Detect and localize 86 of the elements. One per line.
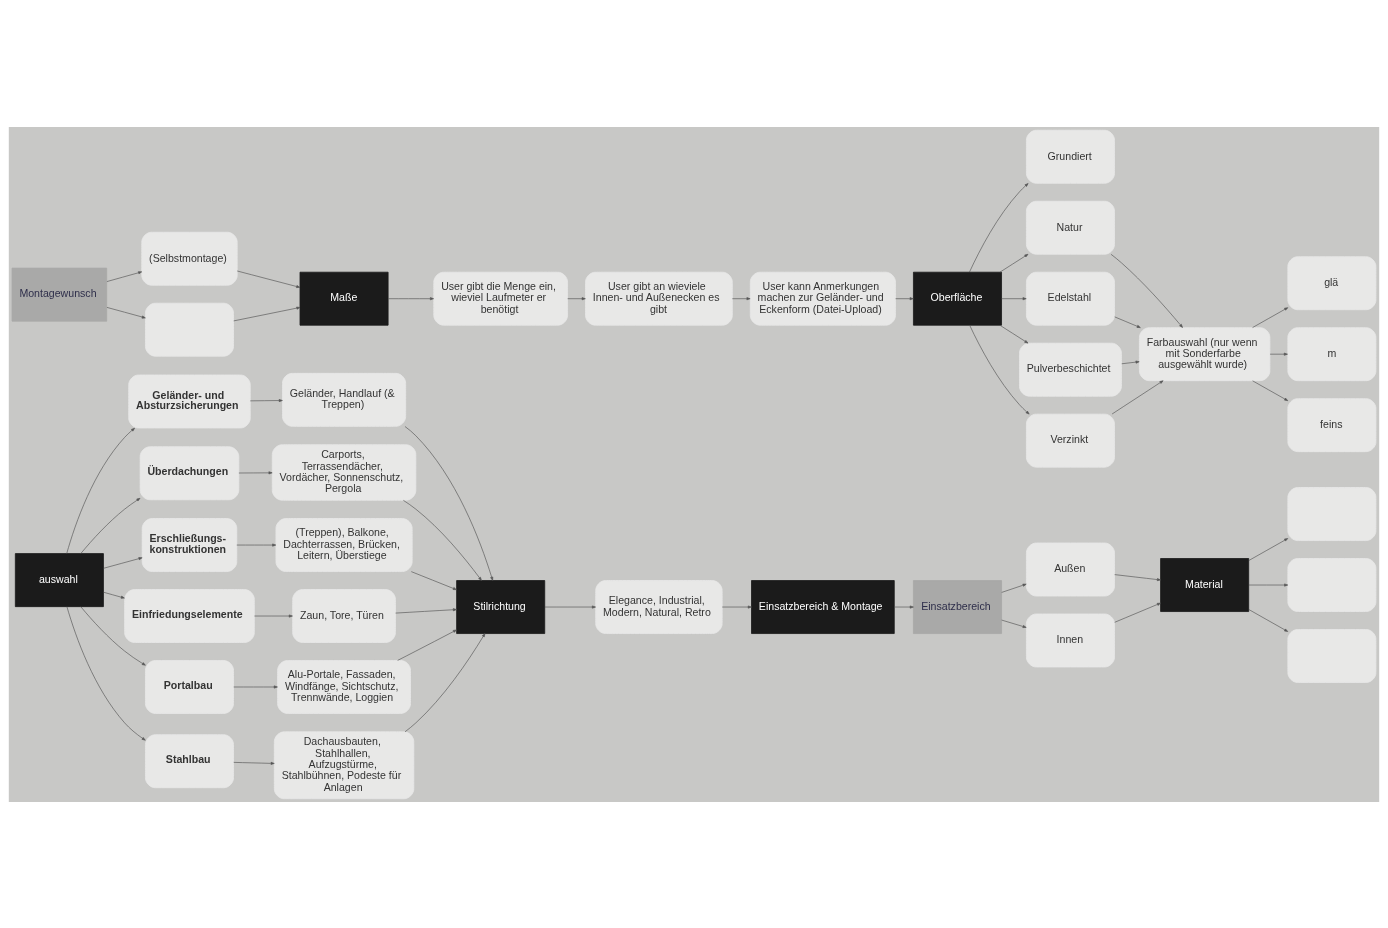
arrow (969, 182, 1029, 272)
arrow (103, 591, 125, 599)
node-box: Dachausbauten, Stahlhallen, Aufzugstürme, Stahlbühnen, Podeste für Anlagen (273, 730, 415, 799)
node-box (1287, 628, 1377, 683)
arrow (567, 296, 586, 300)
arrow (250, 398, 283, 402)
node-box: User gibt die Menge ein, wieviel Laufmeter er benötigt (433, 271, 568, 326)
node-box: Überdachungen (139, 445, 240, 500)
node-box: User gibt an wieviele Innen- und Außenecken es gibt (585, 271, 733, 326)
node-box: Geländer- und Absturzsicherungen (128, 374, 251, 428)
arrow (404, 425, 494, 581)
arrow (1114, 602, 1161, 623)
arrow (1001, 583, 1027, 593)
node-box: Material (1160, 557, 1250, 612)
arrow (395, 607, 457, 613)
arrow (106, 270, 143, 282)
node-box: Geländer, Handlauf (& Treppen) (282, 372, 407, 427)
node-box: Erschließungs- konstruktionen (141, 517, 238, 572)
node-box: Einsatzbereich (913, 579, 1002, 634)
arrow (1248, 537, 1289, 561)
arrow (1252, 379, 1289, 401)
arrow (1121, 360, 1140, 364)
arrow (80, 497, 141, 554)
arrow (236, 543, 277, 546)
node-box: User kann Anmerkungen machen zur Geländer- und Eckenform (Datei-Upload) (749, 271, 896, 326)
arrow (66, 605, 146, 741)
node-box: Montagewunsch (11, 267, 108, 322)
node-box: Einfriedungselemente (124, 588, 255, 643)
node-box: Alu-Portale, Fassaden, Windfänge, Sichtschutz, Trennwände, Loggien (277, 659, 411, 714)
node-box (1287, 486, 1377, 541)
node-box: Innen (1026, 613, 1115, 667)
arrow (403, 499, 482, 581)
arrow (404, 632, 486, 732)
arrow (969, 324, 1030, 414)
node-box: Stahlbau (145, 733, 234, 788)
node-box: Stilrichtung (456, 579, 546, 634)
arrow (1248, 608, 1289, 632)
arrow (732, 296, 751, 300)
arrow (1252, 306, 1289, 328)
arrow (1111, 379, 1164, 414)
node-box: Elegance, Industrial, Modern, Natural, Retro (595, 579, 723, 634)
arrow (1001, 296, 1027, 300)
node-box: auswahl (14, 552, 104, 607)
arrow (80, 605, 146, 666)
arrow (999, 253, 1029, 272)
node-box (145, 302, 234, 357)
node-box: Oberfläche (913, 271, 1002, 326)
arrow (999, 324, 1029, 343)
arrow (387, 296, 434, 300)
arrow (721, 605, 752, 608)
node-box: Zaun, Tore, Türen (292, 588, 396, 643)
node-box: Außen (1026, 542, 1115, 596)
node-box: Pulverbeschichtet (1019, 342, 1122, 397)
node-box: glä (1287, 255, 1377, 310)
node-box: (Treppen), Balkone, Dachterrassen, Brücken, Leitern, Überstiege (275, 517, 413, 572)
node-box: feins (1287, 397, 1377, 452)
arrow (254, 614, 293, 617)
node-box: Maße (299, 271, 389, 326)
arrow (895, 296, 914, 300)
arrow (410, 570, 457, 590)
node-box: Carports, Terrassendächer, Vordächer, Sonnenschutz, Pergola (271, 443, 417, 501)
arrow (544, 605, 596, 608)
node-box: m (1287, 326, 1377, 381)
arrow (397, 629, 457, 661)
arrow (103, 556, 143, 569)
node-box: (Selbstmontage) (141, 231, 238, 286)
node-box: Grundiert (1026, 129, 1115, 184)
node-box: Einsatzbereich & Montage (751, 579, 895, 634)
node-box: Edelstahl (1026, 271, 1115, 326)
node-box (1287, 557, 1377, 612)
arrow (894, 605, 914, 608)
arrow (1001, 619, 1027, 628)
arrow (233, 306, 301, 321)
arrow (233, 761, 275, 765)
arrow (233, 685, 278, 688)
arrow (238, 470, 273, 474)
arrow (236, 270, 301, 288)
arrow (66, 427, 135, 554)
node-box: Portalbau (145, 659, 234, 714)
arrow (106, 306, 146, 318)
node-box: Verzinkt (1026, 413, 1115, 468)
arrow (1114, 573, 1161, 581)
arrow (1269, 352, 1288, 356)
arrow (1248, 583, 1289, 586)
arrow (1114, 316, 1141, 328)
arrow (1110, 253, 1183, 328)
